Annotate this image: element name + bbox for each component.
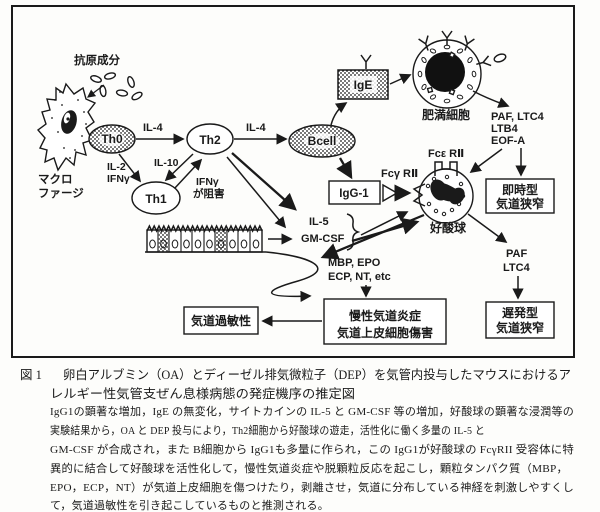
bcell-label: Bcell	[308, 134, 337, 148]
immediate-line2: 気道狭窄	[496, 196, 544, 211]
granules-line2: ECP, NT, etc	[328, 271, 391, 283]
body-line6: て，気道過敏性を引き起こしているものと推測される。	[50, 498, 329, 512]
airway-hyperresponsiveness-box: 気道過敏性	[183, 306, 259, 335]
ifng-inhibit-line2: が阻害	[193, 187, 225, 200]
mast-cell-granules	[417, 44, 477, 104]
caption-line2: レルギー性気管支ぜん息様病態の発症機序の推定図	[50, 386, 355, 401]
eosinophil-to-paf-arrow	[467, 213, 508, 244]
th0-label: Th0	[101, 132, 123, 146]
igg1-box: IgG-1	[328, 180, 412, 205]
macrophage-label-line1: マクロ	[38, 173, 73, 186]
granules-to-eosinophil-arrow	[351, 217, 420, 243]
body-line4: 異的に結合して好酸球を活性化して，慢性気道炎症や脱顆粒反応を起こし，顆粒タンパク…	[50, 461, 568, 475]
il5-label: IL-5	[309, 216, 329, 228]
il5-to-eosinophil-arrow	[360, 211, 409, 236]
mediators-to-eosinophil-arrow	[469, 148, 503, 174]
chronic-line2: 気道上皮細胞傷害	[337, 325, 433, 340]
chronic-line1: 慢性気道炎症	[349, 308, 421, 323]
igg1-label: IgG-1	[339, 188, 369, 200]
th1-to-th2-arrow	[173, 158, 203, 190]
epithelium-loop-to-chronic-arrow	[265, 251, 319, 303]
caption-line1: 卵白アルブミン（OA）とディーゼル排気微粒子（DEP）を気管内投与したマウスにお…	[63, 367, 571, 382]
late-narrowing-box: 遅発型 気道狭窄	[485, 301, 555, 339]
cilia	[146, 224, 263, 233]
macrophage-label-line2: ファージ	[38, 187, 84, 200]
macrophage-dots	[51, 91, 87, 159]
gmcsf-label: GM-CSF	[301, 233, 345, 245]
body-line2: 実験結果から，OA と DEP 投与により，Th2細胞から好酸球の遊走，活性化に…	[50, 423, 485, 437]
paf-ltc4-text: PAF LTC4	[503, 248, 531, 274]
th2-to-th1-arrow	[164, 153, 194, 182]
epithelium-nuclei	[149, 239, 260, 249]
antigen-to-macrophage-arrow	[87, 84, 105, 98]
antigen-particles: 抗原成分	[74, 53, 143, 101]
eosinophil-granules	[425, 174, 466, 217]
macrophage-cell: マクロ ファージ	[36, 82, 97, 200]
granule-proteins-text: MBP, EPO ECP, NT, etc	[328, 257, 391, 283]
mast-cell: 肥満細胞	[412, 30, 507, 122]
mastcell-to-mediators-arrow	[472, 90, 510, 108]
late-line2: 気道狭窄	[496, 320, 544, 335]
late-line1: 遅発型	[502, 305, 538, 320]
fcg-receptor-label: Fcγ RⅡ	[381, 168, 418, 180]
il4-left-label: IL-4	[143, 122, 163, 134]
ltc4-label: LTC4	[503, 262, 531, 274]
mast-cell-nucleus	[425, 52, 465, 92]
mediators-line1: PAF, LTC4	[491, 111, 545, 123]
ifng-inhibit-line1: IFNγ	[196, 176, 219, 188]
th2-to-gmcsf-arrow	[226, 156, 287, 229]
th1-cell: Th1	[131, 181, 181, 215]
figure-caption: 図 1 卵白アルブミン（OA）とディーゼル排気微粒子（DEP）を気管内投与したマ…	[20, 367, 571, 401]
eosinophil-label: 好酸球	[429, 220, 467, 235]
il4-right-label: IL-4	[246, 122, 266, 134]
caption-label: 図 1	[20, 368, 42, 382]
airway-epithelium	[145, 224, 266, 253]
th2-to-il5-arrow	[231, 152, 297, 211]
ige-antibody-box: IgE	[337, 54, 389, 100]
th2-label: Th2	[199, 133, 221, 147]
mast-cell-ige-receptors	[417, 30, 507, 70]
immediate-line1: 即時型	[502, 182, 538, 197]
th0-to-th1-arrow	[118, 153, 142, 183]
immediate-narrowing-box: 即時型 気道狭窄	[485, 178, 555, 214]
diagram-border	[11, 5, 575, 358]
ige-label: IgE	[354, 78, 373, 92]
body-line1: IgG1の顕著な増加，IgE の無変化，サイトカインの IL-5 と GM-CS…	[50, 404, 574, 418]
th0-cell: Th0	[88, 124, 136, 154]
antigen-label: 抗原成分	[74, 53, 120, 67]
mast-mediators-text: PAF, LTC4 LTB4 EOF-A	[491, 111, 545, 147]
fcg-receptor-shape	[412, 183, 426, 207]
th1-label: Th1	[145, 192, 167, 206]
ige-to-mastcell-arrow	[389, 73, 412, 85]
ahr-label: 気道過敏性	[191, 313, 251, 328]
epithelium-cell-walls	[157, 230, 251, 252]
bcell-to-ige-arrow	[330, 102, 348, 126]
chronic-inflammation-box: 慢性気道炎症 気道上皮細胞傷害	[323, 298, 447, 345]
ifng-label: IFNγ	[107, 173, 130, 185]
granules-line1: MBP, EPO	[328, 257, 381, 269]
body-line3: GM-CSF が合成され，また B細胞から IgG1も多量に作られ，この IgG…	[50, 442, 574, 456]
goblet-cell	[158, 230, 169, 252]
goblet-cell	[215, 230, 227, 252]
eosinophil-cell: 好酸球	[412, 161, 474, 235]
fce-receptor-shape	[434, 161, 458, 176]
bcell-to-igg1-arrow	[336, 157, 353, 180]
il2-label: IL-2	[107, 161, 126, 173]
mast-cell-label: 肥満細胞	[422, 107, 470, 122]
th2-cell: Th2	[186, 123, 234, 155]
paf-label: PAF	[506, 248, 527, 260]
figure-description: IgG1の顕著な増加，IgE の無変化，サイトカインの IL-5 と GM-CS…	[50, 404, 574, 512]
mediators-line2: LTB4	[491, 123, 519, 135]
il10-label: IL-10	[154, 157, 179, 169]
eosinophil-nucleus	[430, 179, 465, 205]
mediators-line3: EOF-A	[491, 135, 525, 147]
body-line5: EPO，ECP，NT）が気道上皮細胞を傷つけたり，剥離させ，気道に分布している神…	[50, 480, 574, 494]
bcell: Bcell	[288, 124, 356, 158]
fce-receptor-label: Fcε RⅡ	[428, 148, 464, 160]
igg1-open-arrow	[382, 183, 399, 203]
